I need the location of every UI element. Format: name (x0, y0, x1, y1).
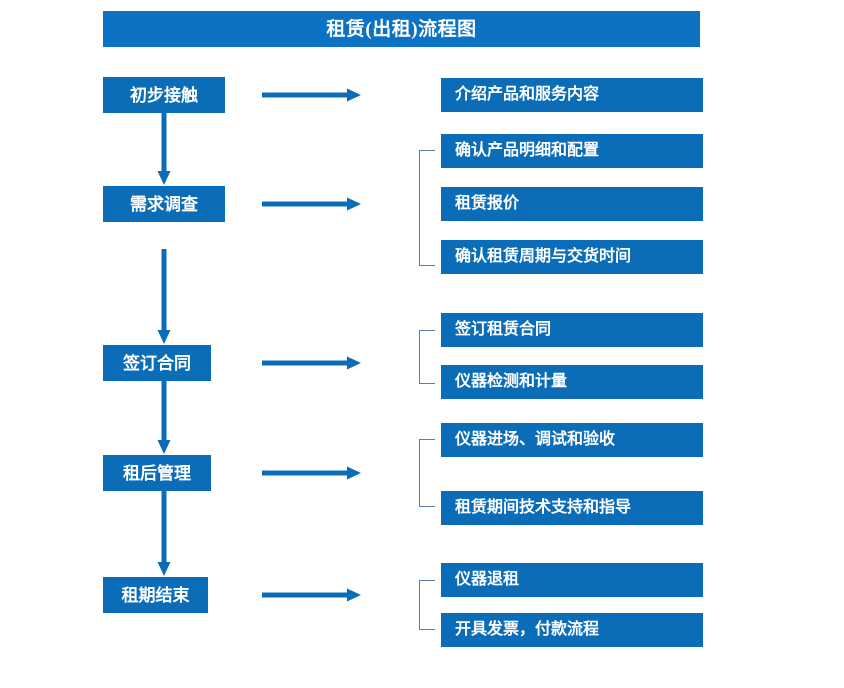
stage-box-sign-contract[interactable]: 签订合同 (103, 345, 211, 381)
detail-box-instrument-return[interactable]: 仪器退租 (441, 563, 703, 597)
page-title: 租赁(出租)流程图 (326, 18, 477, 40)
arrow-down-sign-contract-to-post-rental-management (157, 381, 171, 455)
stage-box-needs-survey[interactable]: 需求调查 (103, 186, 225, 222)
detail-box-confirm-lease-period-delivery[interactable]: 确认租赁周期与交货时间 (441, 240, 703, 274)
detail-box-introduce-products[interactable]: 介绍产品和服务内容 (441, 78, 703, 112)
stage-box-lease-end[interactable]: 租期结束 (103, 577, 208, 613)
arrow-down-post-rental-management-to-lease-end (157, 491, 171, 577)
detail-box-technical-support-during-lease[interactable]: 租赁期间技术支持和指导 (441, 491, 703, 525)
detail-box-invoice-payment-process[interactable]: 开具发票，付款流程 (441, 613, 703, 647)
stage-box-initial-contact[interactable]: 初步接触 (103, 77, 225, 113)
bracket-sign-contract-group (419, 330, 435, 384)
detail-label: 租赁报价 (455, 195, 520, 212)
detail-label: 租赁期间技术支持和指导 (455, 499, 632, 516)
detail-label: 仪器退租 (455, 571, 520, 588)
arrow-right-initial-contact (262, 88, 362, 102)
detail-box-confirm-product-details[interactable]: 确认产品明细和配置 (441, 134, 703, 168)
detail-label: 开具发票，付款流程 (455, 621, 600, 638)
detail-box-instrument-inspection-metering[interactable]: 仪器检测和计量 (441, 365, 703, 399)
bracket-lease-end-group (419, 580, 435, 630)
arrow-right-needs-survey (262, 197, 362, 211)
stage-box-post-rental-management[interactable]: 租后管理 (103, 455, 211, 491)
stage-label: 初步接触 (130, 85, 198, 105)
stage-label: 租后管理 (123, 463, 191, 483)
arrow-right-sign-contract (262, 356, 362, 370)
detail-label: 签订租赁合同 (455, 321, 552, 338)
stage-label: 签订合同 (123, 353, 191, 373)
detail-label: 仪器检测和计量 (455, 373, 568, 390)
detail-box-sign-lease-contract[interactable]: 签订租赁合同 (441, 313, 703, 347)
stage-label: 租期结束 (121, 585, 190, 605)
detail-label: 确认产品明细和配置 (455, 142, 600, 159)
arrow-right-post-rental-management (262, 466, 362, 480)
detail-box-rental-quotation[interactable]: 租赁报价 (441, 187, 703, 221)
detail-label: 介绍产品和服务内容 (455, 86, 600, 103)
diagram-title-bar: 租赁(出租)流程图 (103, 11, 700, 47)
bracket-post-rental-management-group (419, 439, 435, 507)
detail-label: 确认租赁周期与交货时间 (455, 248, 632, 265)
bracket-needs-survey-group (419, 150, 435, 266)
arrow-right-lease-end (262, 588, 362, 602)
detail-box-instrument-entry-commissioning-acceptance[interactable]: 仪器进场、调试和验收 (441, 423, 703, 457)
arrow-down-needs-survey-to-sign-contract (157, 249, 171, 345)
stage-label: 需求调查 (130, 194, 198, 214)
arrow-down-initial-contact-to-needs-survey (157, 113, 171, 186)
detail-label: 仪器进场、调试和验收 (455, 431, 616, 448)
